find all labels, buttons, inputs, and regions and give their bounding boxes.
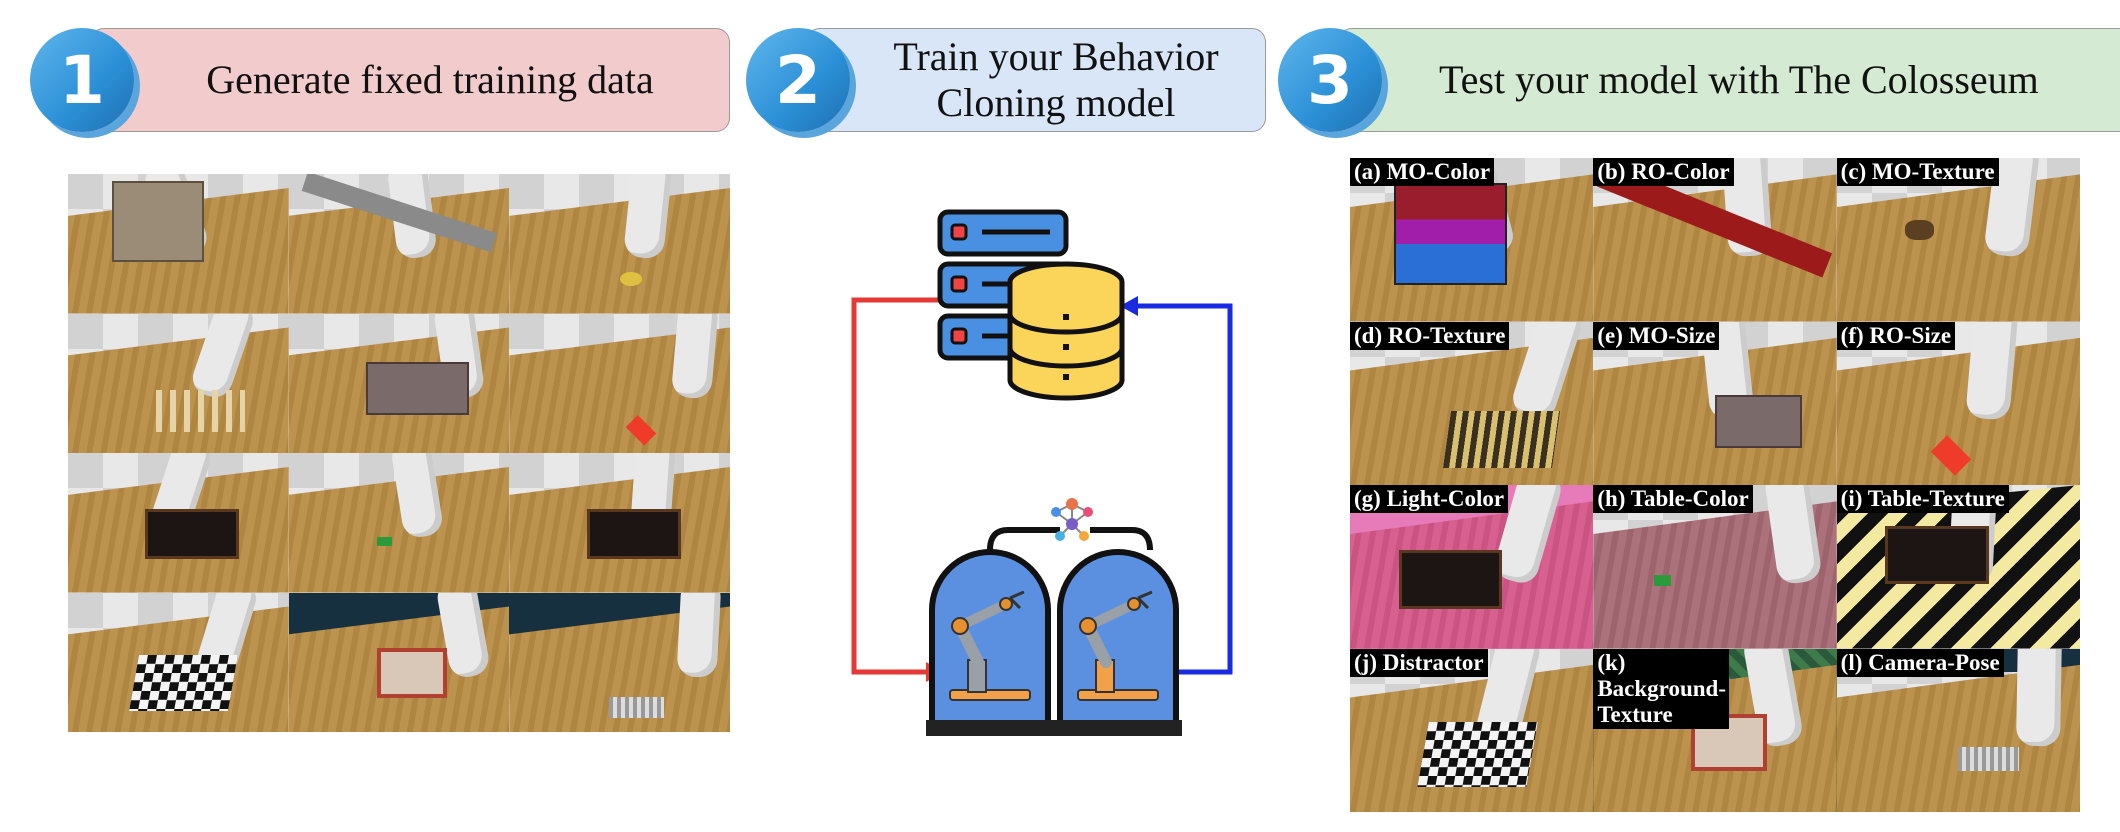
black-box (1885, 525, 1989, 585)
test-scene-2: (b) RO-Color (1593, 158, 1837, 322)
test-scene-9: (i) Table-Texture (1836, 485, 2080, 649)
test-scene-8: (h) Table-Color (1593, 485, 1837, 649)
robot-arm-capsule-icon-2 (1054, 549, 1182, 736)
model-to-data-arrow (1120, 296, 1233, 675)
mirror-frame (376, 648, 447, 699)
colosseum-variations-grid: (a) MO-Color (b) RO-Color (c) MO-Texture (d… (1350, 158, 2080, 812)
black-box (1398, 550, 1502, 609)
step-1-number-badge: 1 (30, 28, 134, 132)
test-scene-11: (k) Background-Texture (1593, 648, 1837, 812)
test-scene-5: (e) MO-Size (1593, 321, 1837, 485)
colored-drawer (1393, 182, 1508, 285)
table-surface (509, 187, 730, 314)
variation-label: (e) MO-Size (1593, 321, 1720, 350)
step-1: Generate fixed training data 1 (30, 24, 735, 136)
textured-object (1904, 220, 1934, 240)
neural-network-icon (987, 498, 1153, 551)
resized-box (1714, 395, 1802, 449)
variation-label: (d) RO-Texture (1350, 321, 1510, 350)
training-scene-1 (68, 174, 289, 314)
training-scene-4 (68, 313, 289, 453)
training-scene-3 (509, 174, 730, 314)
chess-board (129, 655, 239, 712)
step-2-label-line1: Train your Behavior (893, 34, 1219, 79)
test-scene-7: (g) Light-Color (1350, 485, 1594, 649)
variation-label: (l) Camera-Pose (1836, 648, 2004, 677)
grill-rack (608, 697, 664, 719)
textured-rack (1443, 411, 1561, 469)
training-scene-7 (68, 453, 289, 593)
robot-arm (676, 592, 722, 678)
table-surface (68, 327, 289, 453)
training-scene-2 (288, 174, 510, 314)
training-data-grid (68, 174, 730, 732)
training-scene-6 (509, 313, 730, 453)
training-scene-10 (68, 592, 289, 732)
chess-board (1417, 722, 1539, 788)
small-object (619, 271, 642, 286)
step-3-number-badge: 3 (1278, 28, 1382, 132)
step-1-banner: Generate fixed training data (90, 28, 730, 132)
variation-label: (k) Background-Texture (1593, 648, 1730, 729)
variation-label: (i) Table-Texture (1836, 485, 2009, 513)
variation-label: (a) MO-Color (1350, 158, 1495, 186)
test-scene-4: (d) RO-Texture (1350, 321, 1594, 485)
variation-label: (f) RO-Size (1836, 321, 1956, 350)
step-3: Test your model with The Colosseum 3 (1278, 24, 2120, 136)
test-scene-12: (l) Camera-Pose (1836, 648, 2080, 812)
training-scene-12 (509, 592, 730, 732)
step-3-label: Test your model with The Colosseum (1439, 57, 2039, 102)
variation-label: (h) Table-Color (1593, 485, 1753, 513)
training-scene-5 (288, 313, 510, 453)
drawer-cabinet (112, 180, 205, 262)
training-scene-11 (288, 592, 510, 732)
box (365, 362, 470, 416)
variation-label: (j) Distractor (1350, 648, 1488, 677)
test-scene-10: (j) Distractor (1350, 648, 1594, 812)
database-server-icon (937, 209, 1125, 401)
variation-label: (c) MO-Texture (1836, 158, 1999, 186)
step-2-banner: Train your Behavior Cloning model (806, 28, 1266, 132)
test-scene-1: (a) MO-Color (1350, 158, 1594, 322)
robot-arm (2015, 648, 2062, 747)
table-surface (1836, 664, 2080, 812)
training-scene-8 (288, 453, 510, 593)
step-2-label-line2: Cloning model (936, 80, 1176, 125)
step-2-number-badge: 2 (746, 28, 850, 132)
grill-rack (1958, 746, 2020, 772)
green-block (1654, 574, 1672, 587)
dish-rack (156, 390, 245, 433)
step-2: Train your Behavior Cloning model 2 (746, 24, 1271, 136)
training-scene-9 (509, 453, 730, 593)
variation-label: (b) RO-Color (1593, 158, 1734, 186)
black-box (586, 508, 681, 560)
robot-arm-capsule-icon (926, 549, 1054, 736)
step-1-label: Generate fixed training data (206, 57, 654, 102)
training-loop-diagram (851, 209, 1233, 736)
variation-label: (g) Light-Color (1350, 485, 1509, 513)
black-box (145, 508, 240, 560)
test-scene-6: (f) RO-Size (1836, 321, 2080, 485)
step-3-banner: Test your model with The Colosseum (1338, 28, 2120, 132)
green-block (376, 536, 393, 547)
test-scene-3: (c) MO-Texture (1836, 158, 2080, 322)
